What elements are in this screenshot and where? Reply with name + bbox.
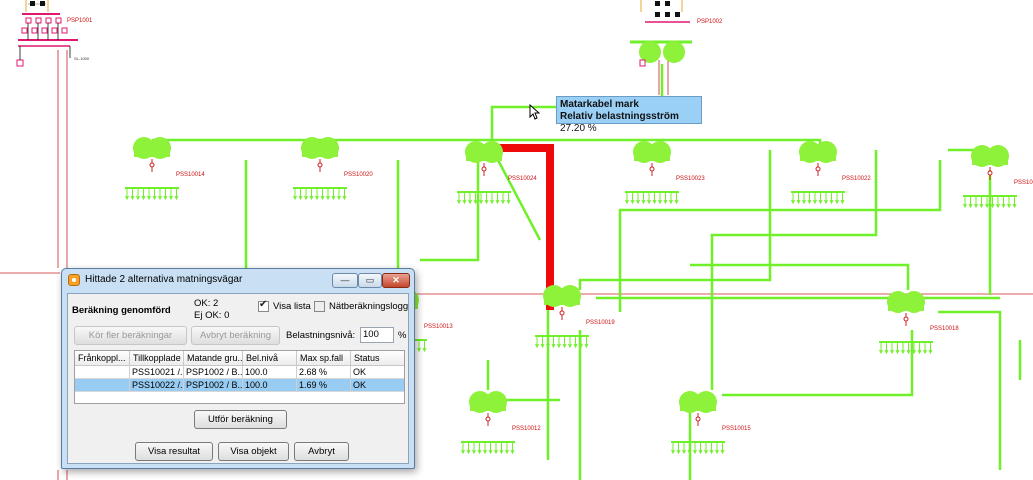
feeder-tooltip: Matarkabel mark Relativ belastningsström…: [556, 96, 702, 134]
tooltip-load-value: 27.20 %: [560, 123, 597, 134]
boundary-lines: [0, 50, 1033, 480]
tooltip-load-label: Relativ belastningsström: [560, 111, 679, 122]
load-level-input[interactable]: 100: [360, 327, 394, 343]
close-button[interactable]: ✕: [382, 273, 410, 288]
network-log-checkbox[interactable]: [314, 301, 325, 312]
app-icon: [68, 274, 80, 286]
station-label: PSS10018: [930, 326, 959, 332]
alternative-feed-dialog[interactable]: Hittade 2 alternativa matningsvägar — ▭ …: [61, 268, 415, 469]
station-label: PSS10019: [586, 320, 615, 326]
maximize-button[interactable]: ▭: [358, 273, 382, 288]
substation-label: PSP1001: [67, 18, 93, 24]
column-header[interactable]: Status: [351, 351, 404, 366]
substation-psp1002[interactable]: PSP1002: [630, 0, 723, 67]
station-label: PSS10013: [424, 324, 453, 330]
svg-text:SL-1000: SL-1000: [74, 56, 90, 61]
column-header[interactable]: Max sp.fall: [297, 351, 351, 366]
station-pss10023[interactable]: PSS10023: [625, 141, 705, 205]
dialog-title: Hittade 2 alternativa matningsvägar: [85, 274, 243, 285]
status-text: Beräkning genomförd: [72, 305, 171, 316]
station-pss10018[interactable]: PSS10018: [879, 291, 959, 355]
station-pss10015[interactable]: PSS10015: [671, 391, 751, 455]
cancel-calc-button[interactable]: Avbryt beräkning: [191, 326, 280, 345]
show-list-checkbox[interactable]: [258, 299, 269, 312]
network-log-label: Nätberäkningslogg: [329, 301, 409, 312]
cancel-button[interactable]: Avbryt: [294, 442, 349, 461]
show-list-label: Visa lista: [273, 301, 311, 312]
station-label: PSS10023: [676, 176, 705, 182]
table-row[interactable]: PSS10021 /... PSP1002 / B... 100.0 2.68 …: [75, 366, 404, 379]
show-result-button[interactable]: Visa resultat: [135, 442, 213, 461]
station-pss10014[interactable]: PSS10014: [125, 137, 205, 201]
station-label: PSS10012: [512, 426, 541, 432]
not-ok-count: Ej OK: 0: [194, 310, 230, 321]
station-pss10012[interactable]: PSS10012: [461, 391, 541, 455]
station-pss10020[interactable]: PSS10020: [293, 137, 373, 201]
column-header[interactable]: Bel.nivå: [243, 351, 297, 366]
ok-count: OK: 2: [194, 298, 219, 309]
column-header[interactable]: Matande gru...: [184, 351, 243, 366]
column-header[interactable]: Frånkoppl...: [75, 351, 130, 366]
substation-psp1001[interactable]: PSP1001 SL-1000: [16, 0, 93, 67]
station-pss10022[interactable]: PSS10022: [791, 141, 871, 205]
station-label: PSS10024: [508, 176, 537, 182]
dialog-client: Beräkning genomförd OK: 2 Ej OK: 0 Visa …: [67, 293, 409, 464]
execute-button[interactable]: Utför beräkning: [194, 410, 287, 429]
load-level-unit: %: [398, 330, 407, 341]
station-pss10024[interactable]: PSS10024: [457, 141, 537, 205]
minimize-button[interactable]: —: [332, 273, 358, 288]
svg-text:PSP1002: PSP1002: [697, 19, 723, 25]
station-pss10019[interactable]: PSS10019: [535, 285, 615, 349]
show-object-button[interactable]: Visa objekt: [218, 442, 289, 461]
table-row[interactable]: PSS10022 /... PSP1002 / B... 100.0 1.69 …: [75, 379, 404, 392]
station-label: PSS10015: [722, 426, 751, 432]
results-table[interactable]: Frånkoppl... Tillkopplade Matande gru...…: [74, 350, 405, 404]
tooltip-title: Matarkabel mark: [560, 99, 639, 110]
load-level-label: Belastningsnivå:: [286, 330, 356, 341]
station-pss10021[interactable]: PSS10021: [963, 145, 1033, 209]
mouse-cursor-icon: [529, 104, 540, 120]
highlighted-feeder[interactable]: [496, 144, 554, 310]
column-header[interactable]: Tillkopplade: [130, 351, 184, 366]
run-more-button[interactable]: Kör fler beräkningar: [74, 326, 187, 345]
station-label: PSS10020: [344, 172, 373, 178]
station-label: PSS10021: [1014, 180, 1033, 186]
dialog-titlebar[interactable]: Hittade 2 alternativa matningsvägar — ▭ …: [62, 269, 414, 293]
station-label: PSS10014: [176, 172, 205, 178]
station-label: PSS10022: [842, 176, 871, 182]
